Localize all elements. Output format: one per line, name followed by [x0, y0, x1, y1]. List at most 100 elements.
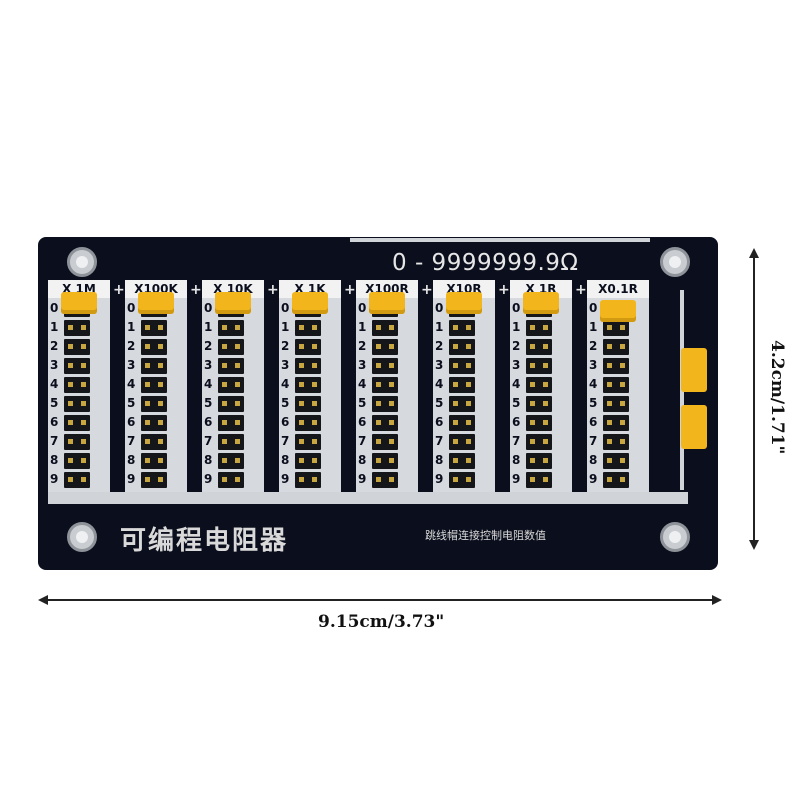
digit-row[interactable]: 1 — [202, 319, 264, 337]
pin-header[interactable] — [218, 320, 244, 336]
pin-header[interactable] — [603, 434, 629, 450]
pin-header[interactable] — [372, 339, 398, 355]
digit-row[interactable]: 6 — [433, 414, 495, 432]
digit-row[interactable]: 2 — [356, 338, 418, 356]
pin-header[interactable] — [141, 320, 167, 336]
digit-row[interactable]: 5 — [125, 395, 187, 413]
pin-header[interactable] — [218, 472, 244, 488]
jumper-cap[interactable] — [446, 292, 482, 314]
pin-header[interactable] — [295, 320, 321, 336]
digit-row[interactable]: 5 — [202, 395, 264, 413]
pin-header[interactable] — [64, 415, 90, 431]
pin-header[interactable] — [218, 434, 244, 450]
pin-header[interactable] — [64, 339, 90, 355]
pin-header[interactable] — [218, 415, 244, 431]
pin-header[interactable] — [526, 472, 552, 488]
pin-header[interactable] — [603, 415, 629, 431]
pin-header[interactable] — [295, 415, 321, 431]
digit-row[interactable]: 4 — [202, 376, 264, 394]
digit-row[interactable]: 5 — [279, 395, 341, 413]
pin-header[interactable] — [603, 453, 629, 469]
digit-row[interactable]: 7 — [279, 433, 341, 451]
pin-header[interactable] — [372, 415, 398, 431]
digit-row[interactable]: 5 — [48, 395, 110, 413]
pin-header[interactable] — [372, 434, 398, 450]
pin-header[interactable] — [295, 453, 321, 469]
digit-row[interactable]: 9 — [202, 471, 264, 489]
digit-row[interactable]: 3 — [202, 357, 264, 375]
pin-header[interactable] — [449, 472, 475, 488]
pin-header[interactable] — [295, 396, 321, 412]
pin-header[interactable] — [603, 377, 629, 393]
pin-header[interactable] — [141, 358, 167, 374]
digit-row[interactable]: 4 — [510, 376, 572, 394]
digit-row[interactable]: 3 — [587, 357, 649, 375]
pin-header[interactable] — [295, 339, 321, 355]
digit-row[interactable]: 2 — [279, 338, 341, 356]
pin-header[interactable] — [141, 415, 167, 431]
pin-header[interactable] — [526, 339, 552, 355]
digit-row[interactable]: 7 — [125, 433, 187, 451]
pin-header[interactable] — [141, 339, 167, 355]
digit-row[interactable]: 1 — [356, 319, 418, 337]
digit-row[interactable]: 4 — [125, 376, 187, 394]
digit-row[interactable]: 1 — [510, 319, 572, 337]
digit-row[interactable]: 3 — [48, 357, 110, 375]
digit-row[interactable]: 1 — [48, 319, 110, 337]
pin-header[interactable] — [218, 358, 244, 374]
pin-header[interactable] — [449, 434, 475, 450]
digit-row[interactable]: 3 — [356, 357, 418, 375]
jumper-cap[interactable] — [215, 292, 251, 314]
digit-row[interactable]: 2 — [202, 338, 264, 356]
side-jumper-bottom[interactable] — [681, 405, 707, 449]
digit-row[interactable]: 1 — [279, 319, 341, 337]
digit-row[interactable]: 4 — [356, 376, 418, 394]
digit-row[interactable]: 3 — [433, 357, 495, 375]
pin-header[interactable] — [64, 434, 90, 450]
jumper-cap[interactable] — [369, 292, 405, 314]
pin-header[interactable] — [295, 472, 321, 488]
digit-row[interactable]: 1 — [587, 319, 649, 337]
digit-row[interactable]: 8 — [510, 452, 572, 470]
jumper-cap[interactable] — [523, 292, 559, 314]
pin-header[interactable] — [64, 377, 90, 393]
pin-header[interactable] — [295, 434, 321, 450]
pin-header[interactable] — [141, 472, 167, 488]
pin-header[interactable] — [141, 396, 167, 412]
digit-row[interactable]: 4 — [48, 376, 110, 394]
pin-header[interactable] — [64, 472, 90, 488]
pin-header[interactable] — [372, 396, 398, 412]
pin-header[interactable] — [449, 320, 475, 336]
digit-row[interactable]: 7 — [202, 433, 264, 451]
digit-row[interactable]: 8 — [356, 452, 418, 470]
pin-header[interactable] — [526, 320, 552, 336]
pin-header[interactable] — [526, 453, 552, 469]
digit-row[interactable]: 7 — [510, 433, 572, 451]
digit-row[interactable]: 8 — [433, 452, 495, 470]
digit-row[interactable]: 6 — [279, 414, 341, 432]
pin-header[interactable] — [449, 415, 475, 431]
digit-row[interactable]: 5 — [433, 395, 495, 413]
digit-row[interactable]: 1 — [125, 319, 187, 337]
pin-header[interactable] — [372, 358, 398, 374]
digit-row[interactable]: 2 — [433, 338, 495, 356]
digit-row[interactable]: 7 — [587, 433, 649, 451]
pin-header[interactable] — [526, 434, 552, 450]
pin-header[interactable] — [64, 320, 90, 336]
pin-header[interactable] — [295, 377, 321, 393]
digit-row[interactable]: 5 — [356, 395, 418, 413]
digit-row[interactable]: 7 — [48, 433, 110, 451]
jumper-cap[interactable] — [600, 300, 636, 322]
jumper-cap[interactable] — [138, 292, 174, 314]
pin-header[interactable] — [372, 472, 398, 488]
pin-header[interactable] — [372, 453, 398, 469]
digit-row[interactable]: 2 — [510, 338, 572, 356]
pin-header[interactable] — [603, 472, 629, 488]
digit-row[interactable]: 4 — [433, 376, 495, 394]
pin-header[interactable] — [603, 358, 629, 374]
digit-row[interactable]: 6 — [510, 414, 572, 432]
digit-row[interactable]: 9 — [587, 471, 649, 489]
pin-header[interactable] — [64, 358, 90, 374]
pin-header[interactable] — [372, 377, 398, 393]
digit-row[interactable]: 2 — [587, 338, 649, 356]
